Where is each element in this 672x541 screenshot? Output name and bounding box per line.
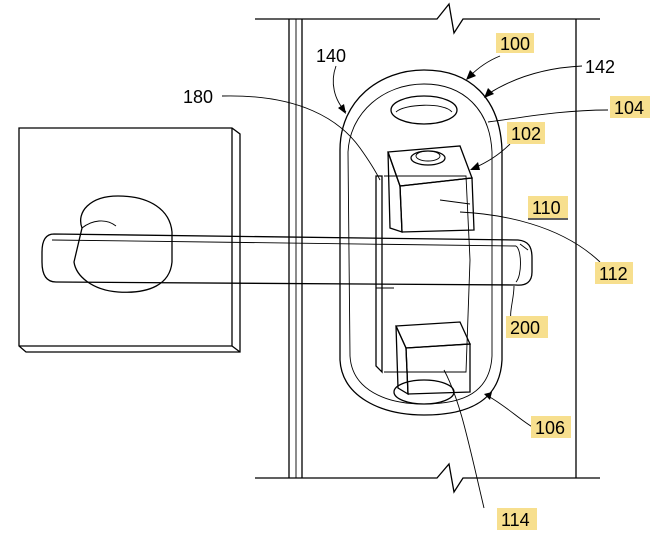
label-highlight-200 xyxy=(506,316,548,338)
label-highlight-100 xyxy=(496,33,534,53)
label-142: 142 xyxy=(585,57,615,77)
label-102: 102 xyxy=(511,124,541,144)
rosette-plate xyxy=(18,127,241,353)
label-highlight-104 xyxy=(610,96,650,118)
label-200: 200 xyxy=(510,318,540,338)
label-180: 180 xyxy=(183,87,213,107)
label-106: 106 xyxy=(535,418,565,438)
label-100: 100 xyxy=(500,34,530,54)
lower-latch-block xyxy=(376,287,471,396)
label-140: 140 xyxy=(316,46,346,66)
label-112: 112 xyxy=(599,264,628,284)
label-114: 114 xyxy=(501,510,530,530)
label-highlight-114 xyxy=(497,508,537,530)
label-104: 104 xyxy=(614,98,644,118)
label-highlight-102 xyxy=(507,122,545,144)
door-frame xyxy=(255,2,600,494)
leader-lines xyxy=(221,55,609,509)
escutcheon xyxy=(339,69,503,416)
label-highlight-112 xyxy=(595,262,633,284)
reference-labels: 100 140 142 180 104 102 110 112 200 106 … xyxy=(183,33,650,530)
label-highlight-106 xyxy=(531,416,571,438)
label-highlight-110 xyxy=(528,196,568,218)
handle-neck xyxy=(73,195,173,293)
label-110: 110 xyxy=(532,198,561,218)
upper-latch-block xyxy=(387,145,475,233)
lever-handle xyxy=(41,233,533,286)
